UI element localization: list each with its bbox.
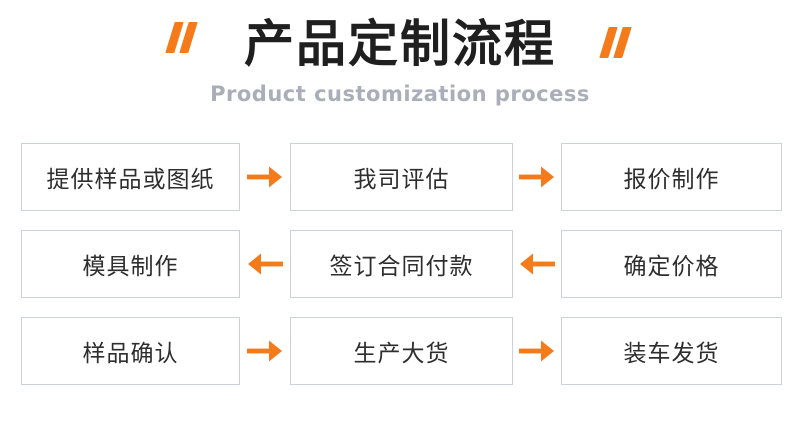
flow-step-label: 报价制作 <box>623 167 720 193</box>
flow-step-box: 提供样品或图纸 <box>21 143 240 211</box>
flow-step-label: 生产大货 <box>353 341 450 367</box>
arrow-left-icon <box>240 230 290 298</box>
flow-step-box: 样品确认 <box>21 317 240 385</box>
flow-step-label: 确定价格 <box>623 254 720 280</box>
flow-step-box: 报价制作 <box>561 143 782 211</box>
flow-step-box: 签订合同付款 <box>290 230 513 298</box>
quote-close-icon <box>599 27 632 58</box>
flow-step-label: 提供样品或图纸 <box>46 167 215 193</box>
page-subtitle: Product customization process <box>210 82 590 106</box>
process-flow: 提供样品或图纸 我司评估 报价制作 模具制作 <box>21 143 782 385</box>
arrow-right-icon <box>513 143 561 211</box>
flow-step-box: 我司评估 <box>290 143 513 211</box>
flow-step-box: 模具制作 <box>21 230 240 298</box>
flow-step-box: 装车发货 <box>561 317 782 385</box>
flow-step-box: 生产大货 <box>290 317 513 385</box>
flow-step-label: 我司评估 <box>353 167 450 193</box>
flow-step-label: 样品确认 <box>82 341 179 367</box>
flow-step-box: 确定价格 <box>561 230 782 298</box>
arrow-left-icon <box>513 230 561 298</box>
flow-step-label: 模具制作 <box>82 254 179 280</box>
arrow-right-icon <box>240 143 290 211</box>
flow-step-label: 签订合同付款 <box>329 254 474 280</box>
page-title: 产品定制流程 <box>244 15 556 73</box>
flow-step-label: 装车发货 <box>623 341 720 367</box>
arrow-right-icon <box>240 317 290 385</box>
arrow-right-icon <box>513 317 561 385</box>
